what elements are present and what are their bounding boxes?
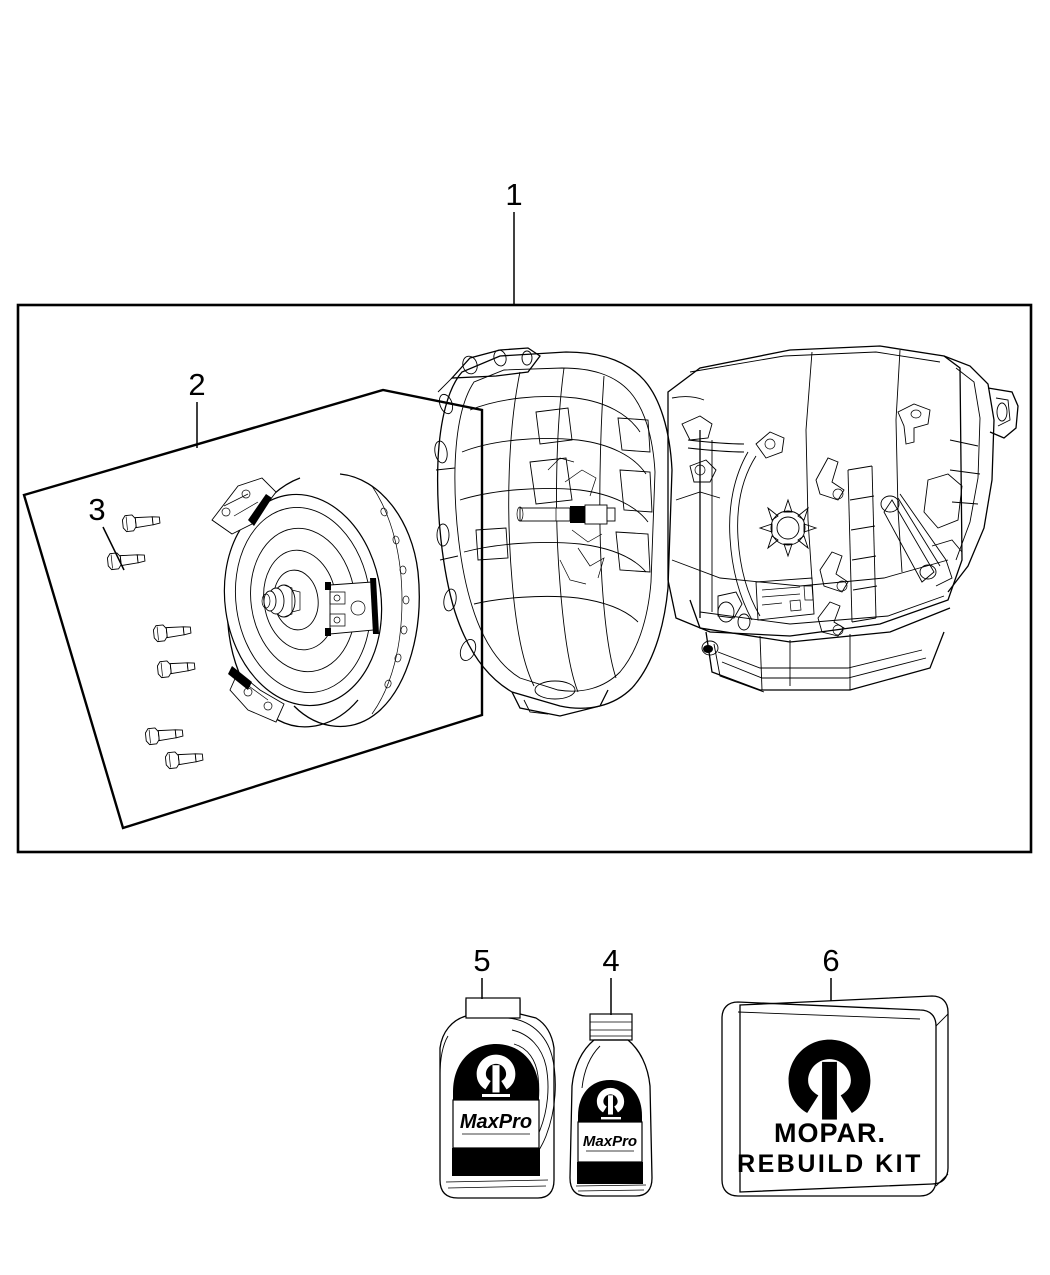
callouts: 1 2 3 5 4 6 <box>88 177 840 1015</box>
quart-bottle: MaxPro <box>569 1013 653 1197</box>
rebuild-kit-box: MOPAR. REBUILD KIT <box>721 995 949 1197</box>
callout-number-3: 3 <box>88 492 105 527</box>
mopar-wordmark: MOPAR. <box>774 1118 886 1148</box>
mopar-omega-logo <box>788 1039 871 1120</box>
converter-drive-lug <box>325 578 379 636</box>
converter-bolts <box>106 511 204 770</box>
converter-drive-lug <box>228 666 285 723</box>
callout-number-6: 6 <box>822 943 839 978</box>
converter-bolt <box>156 657 196 679</box>
callout-number-1: 1 <box>505 177 522 212</box>
callout-number-4: 4 <box>602 943 619 978</box>
transmission-assembly-box <box>16 303 1033 854</box>
converter-bolt <box>106 549 146 571</box>
maxpro-brand-text: MaxPro <box>460 1111 532 1133</box>
rebuild-kit-subtitle: REBUILD KIT <box>737 1150 923 1178</box>
converter-bolt <box>164 748 204 770</box>
maxpro-label-quart: MaxPro <box>577 1080 643 1184</box>
case-bosses <box>717 591 751 631</box>
converter-bolt <box>152 621 192 643</box>
gallon-jug: MaxPro <box>439 997 556 1199</box>
bell-housing <box>434 347 673 717</box>
transmission-unit <box>434 345 1019 717</box>
torque-converter <box>211 473 420 728</box>
callout-number-5: 5 <box>473 943 490 978</box>
case-side-ribs <box>847 465 878 623</box>
oil-pan <box>701 631 945 693</box>
converter-bolt <box>121 511 161 533</box>
converter-bolt <box>144 724 184 746</box>
transmission-case <box>667 345 963 643</box>
callout-leader-3 <box>102 526 125 571</box>
maxpro-label-gallon: MaxPro <box>452 1044 540 1176</box>
converter-drive-lug <box>211 477 277 535</box>
torque-converter-kit-box <box>22 388 484 830</box>
input-shaft <box>516 504 616 525</box>
support-strut <box>880 493 953 587</box>
callout-number-2: 2 <box>188 367 205 402</box>
harness-clip <box>758 498 818 558</box>
extension-housing <box>923 355 1019 593</box>
identification-tag <box>755 577 815 621</box>
maxpro-brand-text: MaxPro <box>583 1133 637 1150</box>
harness-brackets <box>681 403 931 637</box>
